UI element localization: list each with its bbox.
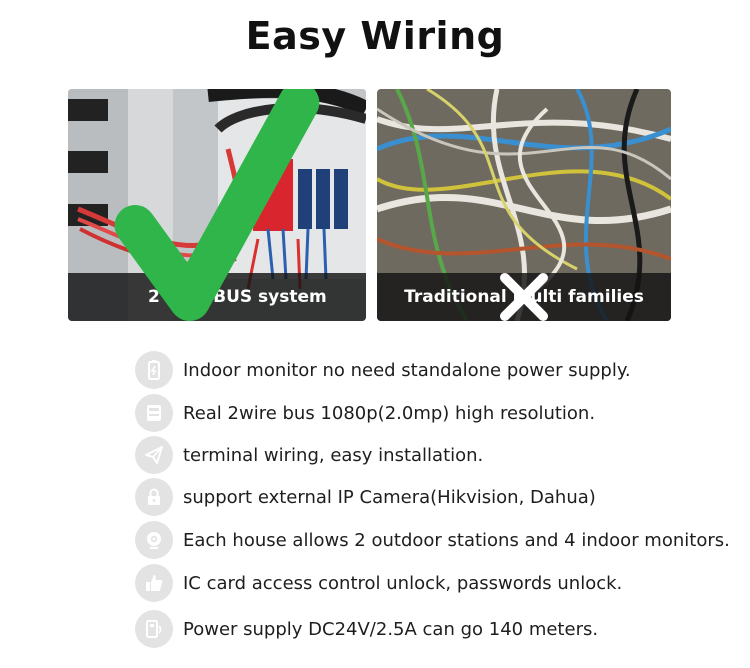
traditional-wiring-caption-bar: Traditional multi families: [377, 273, 671, 321]
feature-item-stations: Each house allows 2 outdoor stations and…: [135, 520, 730, 560]
battery-icon: [135, 351, 173, 389]
webcam-icon: [135, 521, 173, 559]
feature-item-power-supply: Power supply DC24V/2.5A can go 140 meter…: [135, 609, 598, 649]
feature-item-resolution: Real 2wire bus 1080p(2.0mp) high resolut…: [135, 393, 595, 433]
bus-wire-icon: [135, 394, 173, 432]
feature-item-access: IC card access control unlock, passwords…: [135, 563, 622, 603]
feature-item-ip-camera: support external IP Camera(Hikvision, Da…: [135, 477, 596, 517]
check-icon: [114, 89, 320, 321]
traditional-wiring-photo: Traditional multi families: [377, 89, 671, 321]
two-wire-bus-photo: 2 wire BUS system: [68, 89, 366, 321]
feature-text: IC card access control unlock, passwords…: [183, 572, 623, 594]
paper-plane-icon: [135, 436, 173, 474]
thumbs-up-icon: [135, 564, 173, 602]
feature-text: Power supply DC24V/2.5A can go 140 meter…: [183, 618, 599, 640]
feature-text: Each house allows 2 outdoor stations and…: [183, 529, 730, 551]
feature-text: Indoor monitor no need standalone power …: [183, 359, 631, 381]
lock-icon: [135, 478, 173, 516]
cross-icon: [500, 273, 548, 321]
feature-text: terminal wiring, easy installation.: [183, 444, 484, 466]
feature-item-terminal: terminal wiring, easy installation.: [135, 435, 483, 475]
page-title: Easy Wiring: [245, 14, 505, 58]
power-supply-icon: [135, 610, 173, 648]
feature-item-power: Indoor monitor no need standalone power …: [135, 350, 631, 390]
feature-text: support external IP Camera(Hikvision, Da…: [183, 486, 596, 508]
feature-text: Real 2wire bus 1080p(2.0mp) high resolut…: [183, 402, 596, 424]
